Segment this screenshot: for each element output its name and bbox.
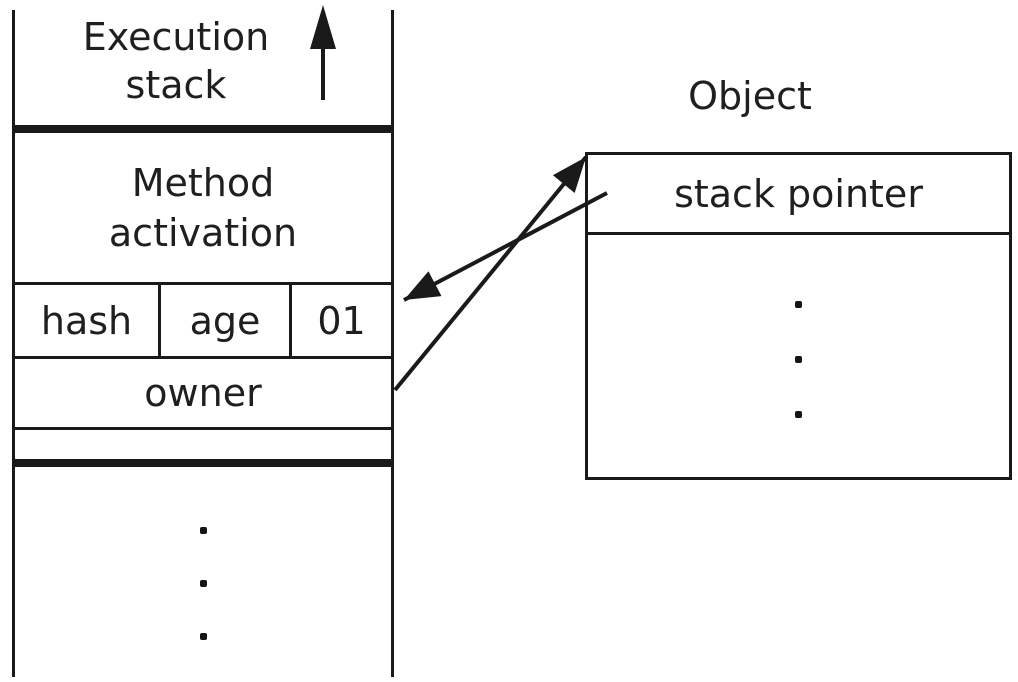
tag-bits-field: 01 bbox=[317, 298, 366, 343]
object-title: Object bbox=[688, 74, 812, 118]
divider bbox=[12, 427, 394, 430]
stack-base-divider-top bbox=[12, 125, 394, 133]
stack-header: Execution stack bbox=[15, 5, 391, 125]
age-field: age bbox=[158, 285, 292, 356]
owner-slot: owner bbox=[144, 371, 262, 415]
method-activation-label: Method activation bbox=[108, 160, 298, 255]
method-activation-section: Method activation bbox=[15, 133, 391, 282]
object-ellipsis bbox=[588, 235, 1009, 477]
activation-header-fields-row: hash age 01 bbox=[15, 285, 391, 356]
hash-field: hash bbox=[40, 298, 133, 343]
execution-stack-title: Execution stack bbox=[82, 15, 270, 107]
stack-frame-divider-bottom bbox=[12, 459, 394, 467]
execution-stack-column: Execution stack Method activation hash a… bbox=[12, 5, 394, 677]
ellipsis-dot bbox=[199, 580, 207, 587]
owner-reference-arrow bbox=[393, 155, 588, 392]
ellipsis-dot bbox=[199, 633, 207, 640]
ellipsis-dot bbox=[795, 301, 802, 308]
divider bbox=[12, 282, 394, 285]
ellipsis-dot bbox=[199, 527, 207, 534]
empty-slot bbox=[15, 430, 391, 459]
stack-pointer-arrow bbox=[403, 191, 608, 302]
ellipsis-dot bbox=[795, 356, 802, 363]
object-box: stack pointer bbox=[585, 152, 1012, 480]
ellipsis-dot bbox=[795, 411, 802, 418]
stack-growth-up-arrow-icon bbox=[310, 5, 336, 100]
stack-ellipsis bbox=[15, 467, 391, 677]
stack-pointer-field: stack pointer bbox=[588, 155, 1009, 235]
divider bbox=[12, 356, 394, 359]
